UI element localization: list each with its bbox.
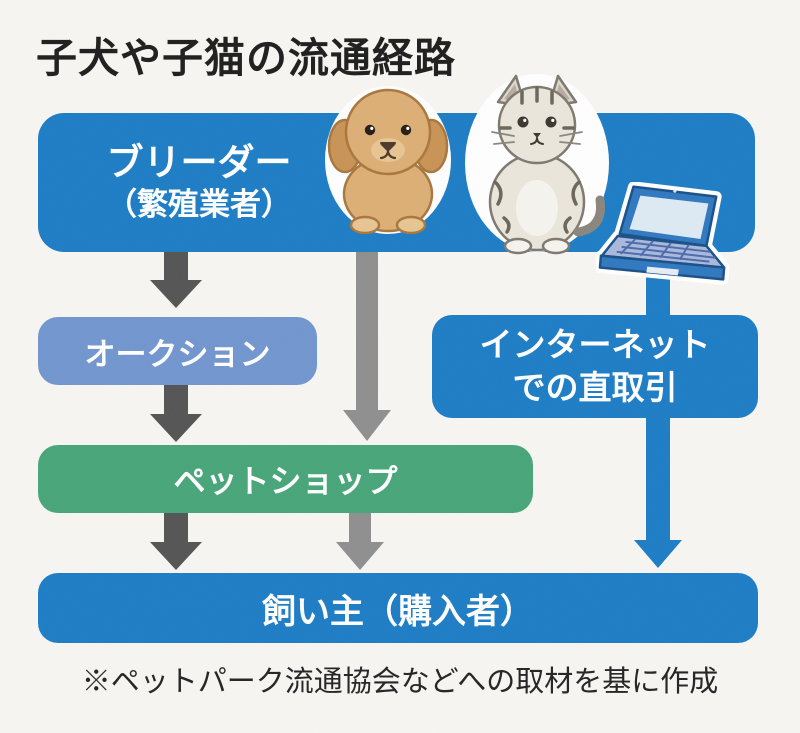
arrow-breeder-to-petshop [343, 252, 391, 441]
source-note: ※ペットパーク流通協会などへの取材を基に作成 [81, 666, 719, 698]
page-title: 子犬や子猫の流通経路 [36, 35, 456, 81]
arrow-auction-to-petshop [150, 383, 202, 442]
kitten-illustration [465, 74, 609, 255]
node-auction: オークション [38, 317, 317, 385]
node-petshop: ペットショップ [38, 445, 533, 513]
node-owner: 飼い主（購入者） [38, 573, 758, 643]
puppy-illustration [325, 86, 451, 234]
arrow-breeder-to-auction [150, 252, 202, 308]
arrow-petshop-to-owner-left [150, 513, 202, 570]
arrow-petshop-to-owner-right [336, 513, 384, 570]
node-breeder-label: ブリーダー （繁殖業者） [106, 142, 292, 223]
node-internet: インターネット での直取引 [432, 315, 758, 418]
node-internet-label-line1: インターネット [479, 326, 711, 364]
node-internet-label-line2: での直取引 [512, 368, 678, 406]
laptop-illustration [596, 182, 730, 285]
